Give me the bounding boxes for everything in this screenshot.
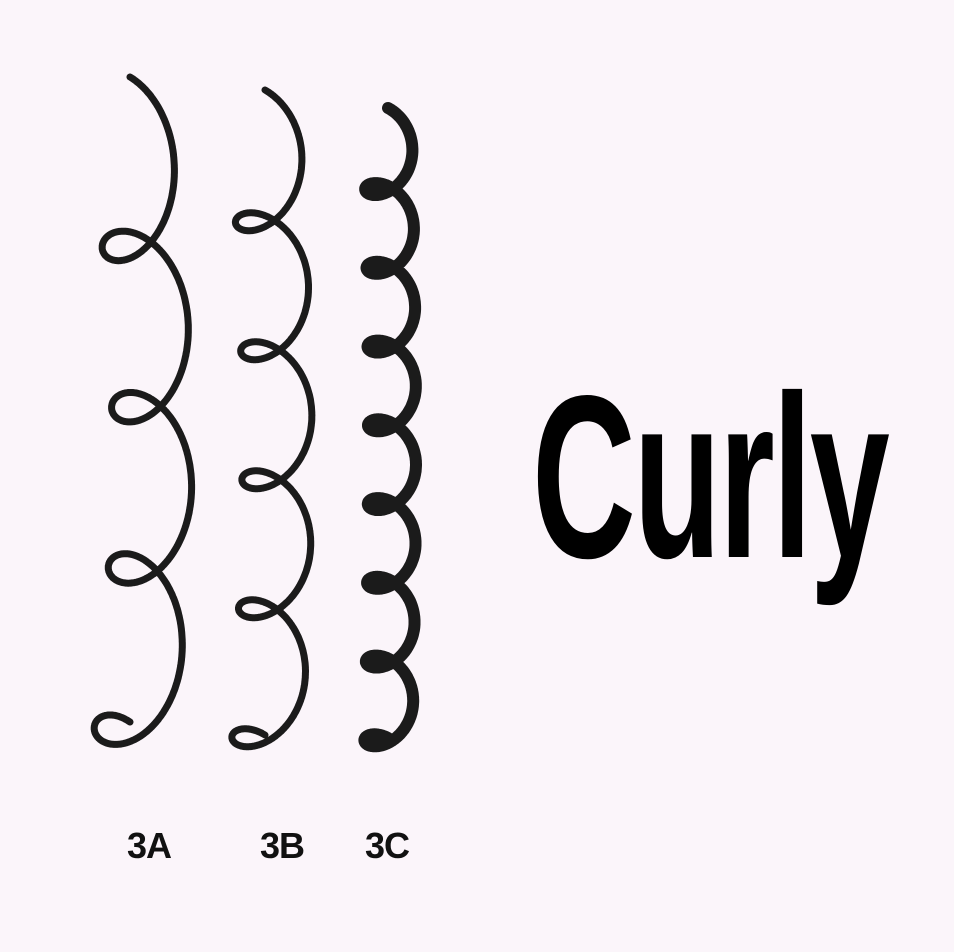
3b-curl-icon: [228, 86, 316, 751]
headline-curly: Curly: [532, 348, 890, 607]
label-3a: 3A: [127, 825, 172, 866]
3a-curl-icon: [90, 73, 196, 748]
3c-curl-icon: [358, 102, 422, 753]
label-3b: 3B: [260, 825, 305, 866]
label-3c: 3C: [365, 825, 410, 866]
